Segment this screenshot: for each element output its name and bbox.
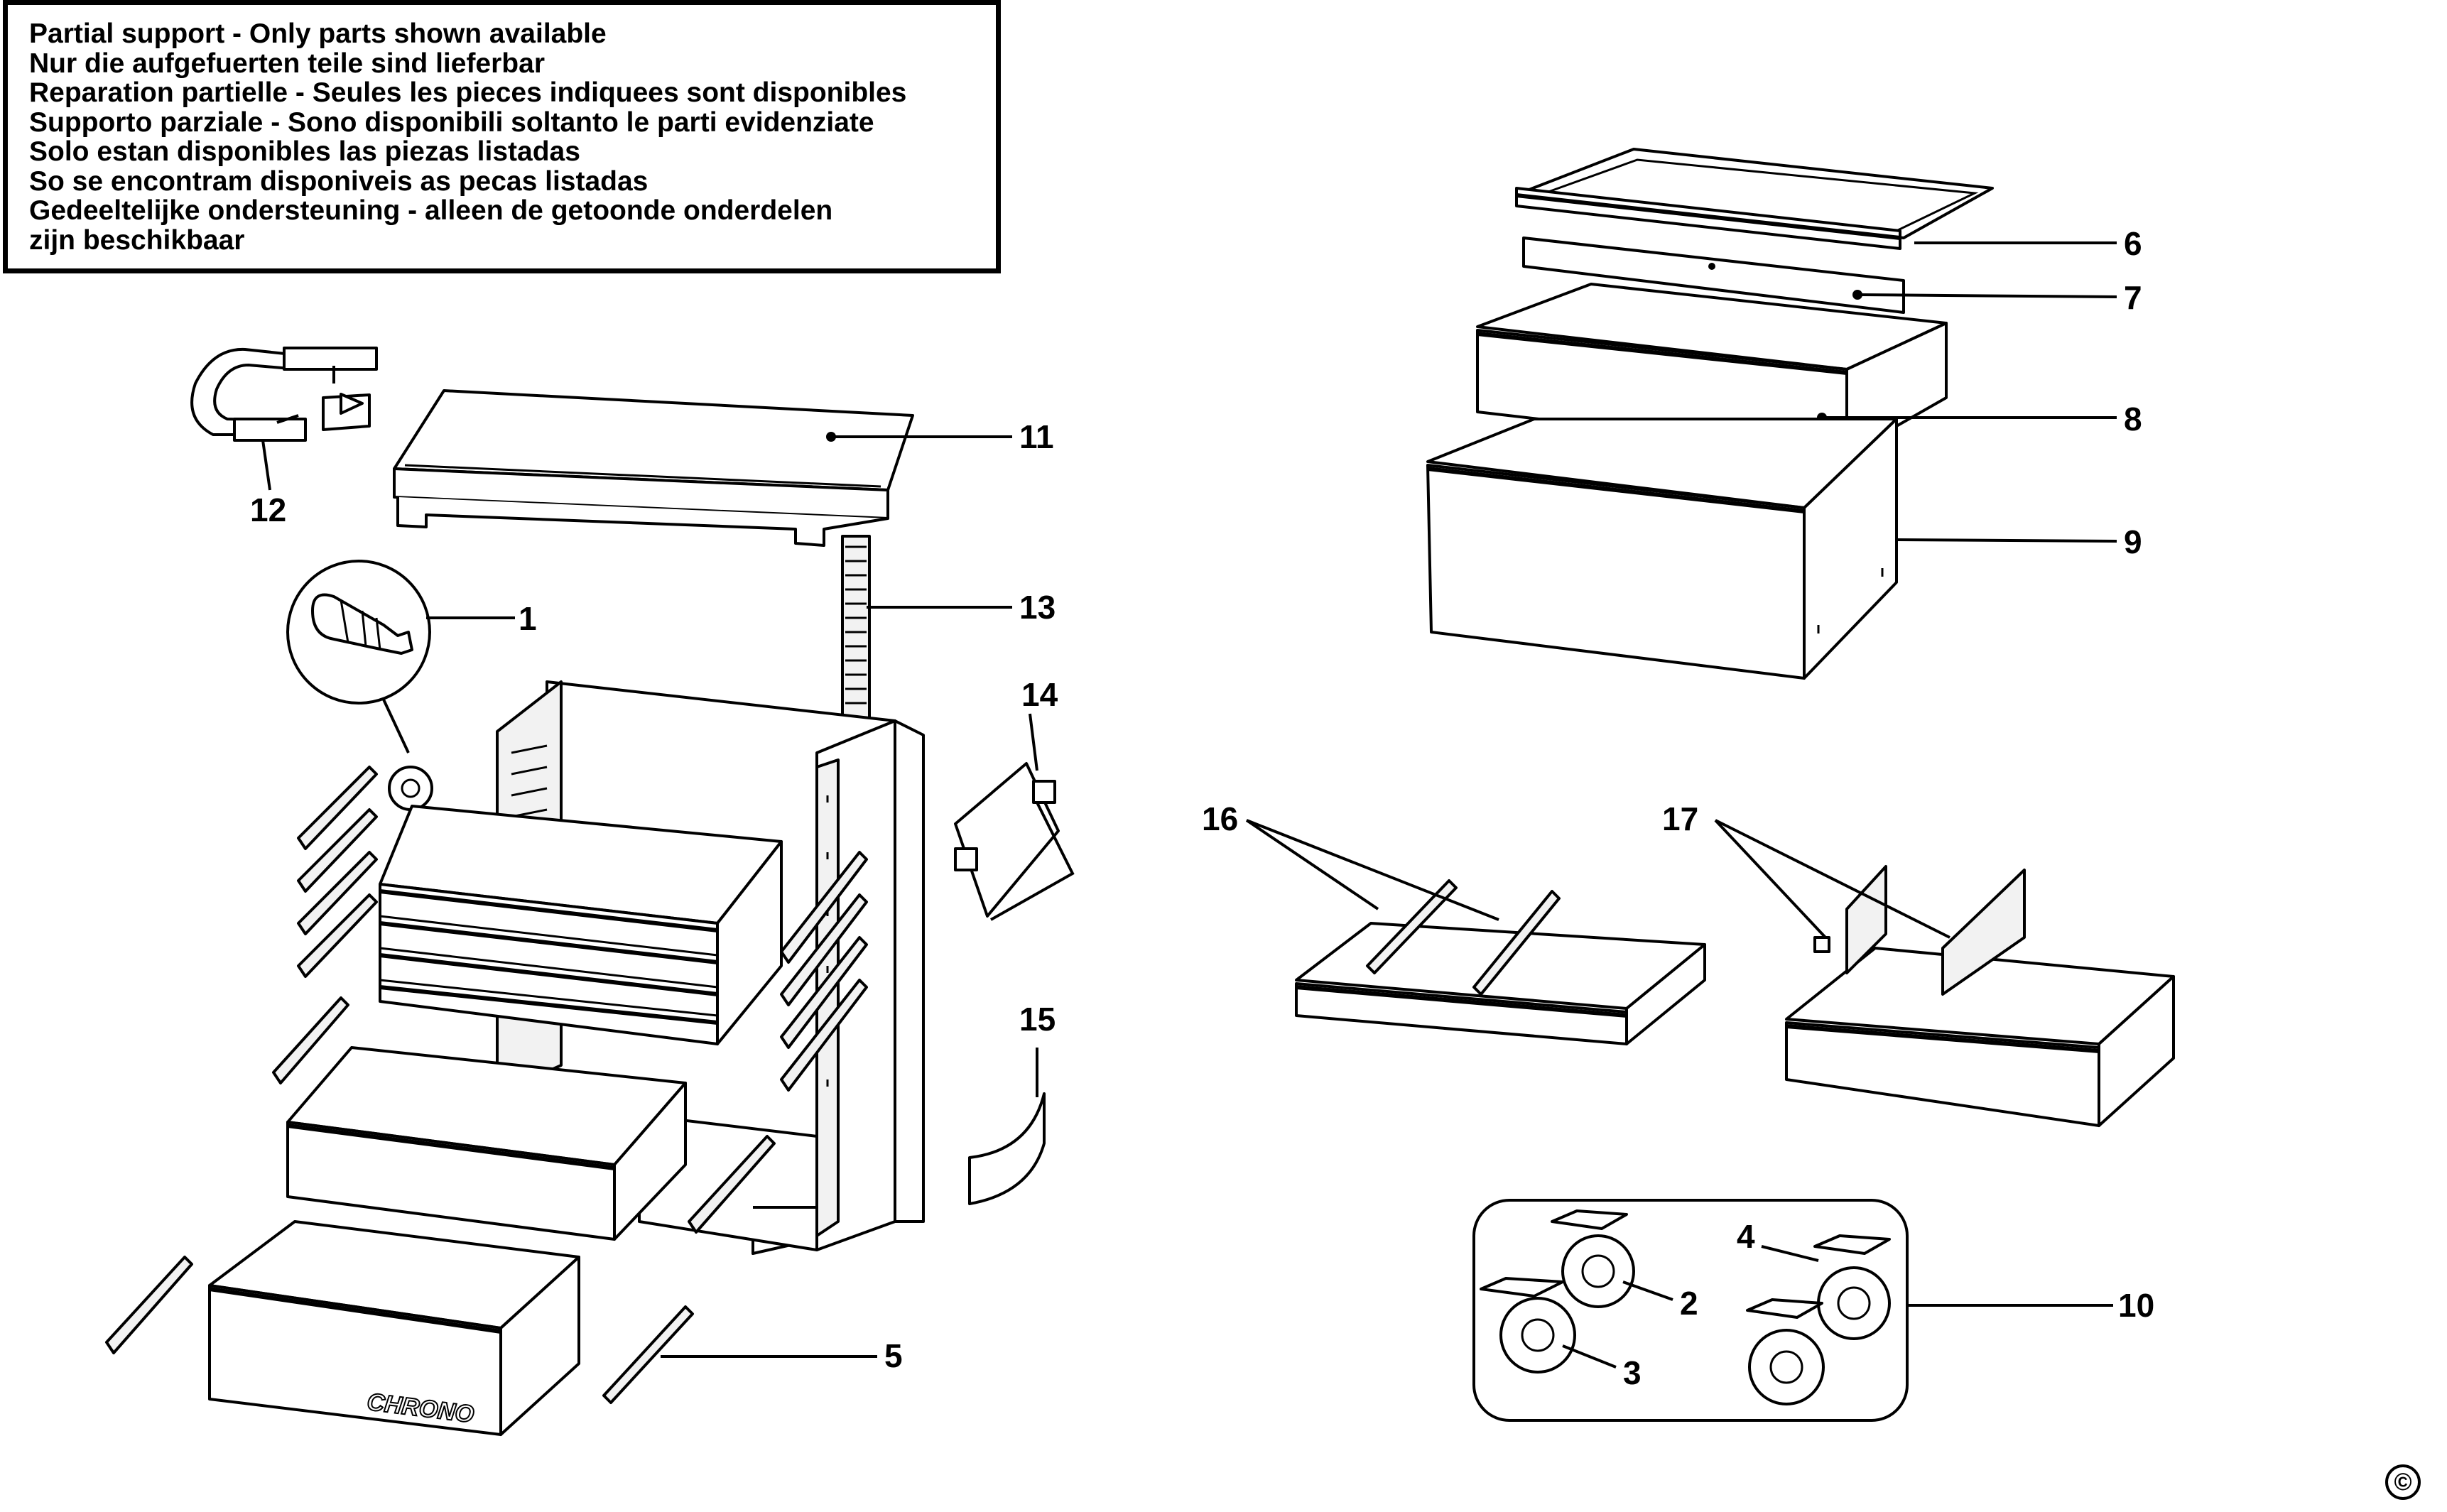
notice-line-it: Supporto parziale - Sono disponibili sol… — [29, 107, 874, 138]
large-bottom-drawer: CHRONO — [208, 1220, 580, 1436]
callout-8: 8 — [2124, 401, 2142, 437]
callout-1: 1 — [519, 600, 537, 637]
curved-panel-part — [968, 1092, 1046, 1205]
bracket-part — [954, 762, 1075, 921]
middle-drawer — [286, 1046, 687, 1241]
handle-part — [190, 347, 378, 442]
callout-2: 2 — [1680, 1285, 1698, 1322]
callout-3: 3 — [1623, 1354, 1642, 1391]
left-drawer-slides — [105, 766, 378, 1354]
notice-line-nl-cont: zijn beschikbaar — [29, 224, 245, 256]
copyright-symbol: © — [2385, 1464, 2421, 1500]
deep-drawer-part — [1426, 418, 1898, 680]
callout-4: 4 — [1737, 1218, 1755, 1255]
callout-15: 15 — [1019, 1001, 1056, 1038]
key-chain-strip-part — [841, 535, 871, 736]
right-drawer-slides — [602, 851, 868, 1404]
lock-part — [286, 560, 433, 811]
small-drawer-stack — [379, 805, 783, 1045]
notice-line-pt: So se encontram disponiveis as pecas lis… — [29, 165, 649, 197]
top-mat-part — [393, 389, 914, 547]
drawer-with-dividers-17 — [1785, 865, 2175, 1127]
notice-line-en: Partial support - Only parts shown avail… — [29, 18, 607, 49]
callout-17: 17 — [1662, 800, 1699, 837]
callout-9: 9 — [2124, 523, 2142, 560]
callout-7: 7 — [2124, 279, 2142, 316]
notice-line-nl: Gedeeltelijke ondersteuning - alleen de … — [29, 195, 833, 226]
notice-line-de: Nur die aufgefuerten teile sind lieferba… — [29, 48, 545, 79]
notice-line-es: Solo estan disponibles las piezas listad… — [29, 136, 580, 167]
leader-lines — [261, 241, 2117, 1369]
partial-support-notice: Partial support - Only parts shown avail… — [3, 0, 1001, 273]
callout-5: 5 — [884, 1337, 903, 1374]
callout-10: 10 — [2118, 1287, 2155, 1324]
callout-11: 11 — [1019, 418, 1054, 455]
callout-12: 12 — [250, 491, 287, 528]
drawer-with-dividers-16 — [1295, 879, 1706, 1045]
callout-14: 14 — [1021, 676, 1058, 713]
callout-6: 6 — [2124, 225, 2142, 262]
callout-16: 16 — [1202, 800, 1239, 837]
frame-part — [1515, 148, 1994, 250]
notice-line-fr: Reparation partielle - Seules les pieces… — [29, 77, 907, 108]
callout-13: 13 — [1019, 589, 1056, 626]
